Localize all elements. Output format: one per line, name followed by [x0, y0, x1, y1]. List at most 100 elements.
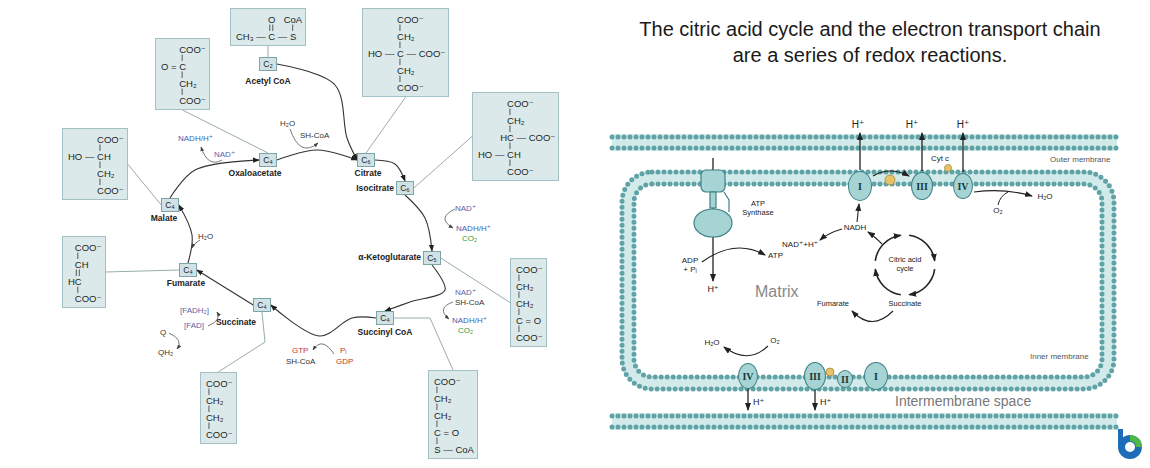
carbon-count-box: C₆ — [396, 181, 414, 195]
cycle-arc — [909, 269, 935, 295]
carbon-count: C₂ — [263, 59, 272, 69]
formula-row: O — [268, 14, 275, 25]
formula-row: O = C — [161, 61, 186, 72]
formula-box: OCoACH₃ — C — S — [230, 8, 306, 46]
arrow — [868, 232, 882, 244]
atp-synthase — [694, 170, 732, 237]
carbon-count: C₅ — [427, 253, 437, 263]
carbon-count: C₄ — [165, 200, 175, 210]
formula-row: CH₂ — [516, 298, 533, 309]
region-label: Matrix — [755, 283, 799, 301]
arrow — [873, 171, 909, 176]
protein-complex: III — [911, 172, 933, 200]
carriers — [826, 165, 952, 377]
side-arrow — [445, 209, 455, 228]
arrow — [702, 248, 765, 262]
molecule-label: Succinate — [889, 300, 922, 309]
formula-row: CH — [75, 259, 89, 270]
carbon-count: C₄ — [380, 313, 390, 323]
leader-line — [394, 318, 453, 370]
compound-name: Isocitrate — [356, 184, 394, 194]
cycle-arrow — [170, 160, 259, 198]
molecule-label: O₂ — [770, 336, 779, 345]
cofactor-label: NAD⁺ — [455, 288, 476, 297]
formula-row: HO — C — COO⁻ — [368, 48, 445, 59]
bond — [436, 421, 437, 428]
proton-label: H⁺ — [820, 397, 831, 407]
formula-row: COO⁻ — [97, 134, 124, 145]
formula-row: COO⁻ — [434, 376, 461, 387]
formula-row: COO⁻ — [179, 44, 206, 55]
bond — [269, 25, 270, 32]
formula-row: CoA — [284, 14, 302, 25]
formula-row: HO — CH — [478, 149, 521, 160]
cofactor-label: [FAD] — [184, 321, 204, 330]
side-arrow — [169, 333, 179, 349]
leader-line — [267, 46, 268, 57]
bond — [182, 55, 183, 62]
part-label: ATP Synthase — [738, 200, 778, 217]
bond — [509, 143, 510, 150]
carbon-count-box: C₄ — [253, 298, 271, 312]
cytochrome-c — [945, 165, 952, 172]
leader-line — [182, 110, 268, 153]
compound-name: Succinyl CoA — [358, 328, 413, 338]
logo-bowl — [1118, 435, 1142, 459]
lipid-heads — [612, 146, 1117, 151]
formula-row: S — CoA — [434, 444, 474, 455]
compound-name: Malate — [151, 214, 177, 224]
bond — [99, 145, 100, 152]
formula-row: COO⁻ — [397, 14, 424, 25]
formula-row: COO⁻ — [97, 185, 124, 196]
side-reaction-arrows — [169, 129, 455, 354]
lipid-heads — [612, 135, 1117, 140]
cofactor-label: QH₂ — [158, 348, 173, 357]
formula-row: CH₂ — [206, 412, 223, 423]
cofactor-label: Q — [160, 328, 166, 337]
molecule-label: NAD⁺+H⁺ — [782, 240, 818, 249]
compound-name: Succinate — [216, 318, 256, 328]
formula-box: COO⁻O = CCH₂COO⁻ — [155, 38, 210, 110]
carrier-label: Cyt c — [931, 154, 949, 163]
synthase-stator — [724, 192, 729, 212]
formula-row: COO⁻ — [516, 332, 543, 343]
proton-label: H⁺ — [753, 397, 764, 407]
proton-label: H⁺ — [852, 119, 865, 131]
proton-label: H⁺ — [957, 119, 970, 131]
bond — [518, 275, 519, 282]
region-label: Intermembrane space — [895, 393, 1031, 409]
formula-box: COO⁻CH₂HO — C — COO⁻CH₂COO⁻ — [362, 8, 449, 97]
cofactor-label: GDP — [336, 357, 353, 366]
carbon-count-box: C₄ — [161, 198, 179, 212]
synthase-stalk — [710, 192, 716, 208]
protein-complex: III — [804, 362, 826, 390]
formula-box: COO⁻HO — CHCH₂COO⁻ — [62, 128, 128, 200]
bond — [77, 253, 78, 260]
compound-name: α-Ketoglutarate — [358, 253, 421, 263]
reactant-label: H₂O — [280, 119, 295, 128]
region-label: Outer membrane — [1050, 155, 1110, 164]
byproduct-label: CO₂ — [462, 234, 477, 243]
proton-arrows — [713, 133, 963, 410]
formula-row: C = O — [434, 427, 459, 438]
side-arrow — [443, 302, 453, 319]
lipid-heads — [612, 425, 1117, 430]
cycle-arrow — [197, 270, 253, 305]
formula-row: CH₂ — [397, 65, 414, 76]
cofactor-label: NADH/H⁺ — [456, 224, 491, 233]
formula-row: COO⁻ — [206, 378, 233, 389]
arrow — [859, 133, 860, 170]
cycle-arrow — [277, 150, 357, 160]
lipid-heads — [612, 414, 1117, 419]
leader-line — [441, 258, 510, 303]
carbon-count-box: C₅ — [423, 251, 441, 265]
synthase-rotor — [701, 170, 725, 192]
bond — [509, 160, 510, 167]
bond — [399, 76, 400, 83]
bond — [182, 89, 183, 96]
bond — [518, 292, 519, 299]
formula-row: COO⁻ — [75, 242, 102, 253]
quinone — [885, 175, 895, 185]
reaction-arrows — [702, 171, 1032, 356]
